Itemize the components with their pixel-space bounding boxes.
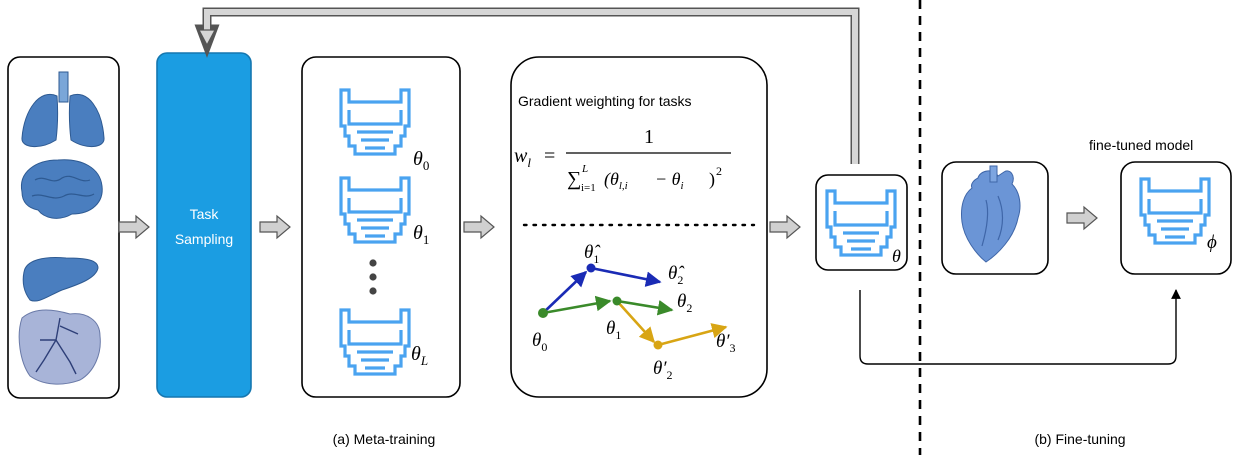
task-sampling-label-line2: Sampling — [175, 231, 233, 247]
svg-text:wl: wl — [514, 145, 531, 170]
weight-formula: wl = 1 ∑ L i=1 (θl,i − θi ) 2 — [514, 126, 731, 194]
trajectory-point — [653, 340, 663, 350]
flow-arrow — [769, 214, 801, 240]
traj-label-theta1: θ1 — [606, 318, 621, 342]
fine-tuned-model-label: fine-tuned model — [1089, 137, 1193, 153]
organ-panel — [7, 56, 120, 399]
fine-tuned-model-panel: ϕ — [1120, 161, 1232, 275]
gradient-weighting-title: Gradient weighting for tasks — [518, 93, 692, 109]
svg-text:∑: ∑ — [567, 168, 581, 190]
task-sampling-block: Task Sampling — [156, 52, 252, 398]
lungs-icon — [21, 71, 105, 147]
flow-arrow — [118, 214, 150, 240]
svg-text:L: L — [581, 163, 588, 175]
traj-label-theta0: θ0 — [532, 330, 547, 354]
traj-label-theta2: θ2 — [677, 291, 692, 315]
traj-label-theta-prime3: θ′3 — [716, 331, 736, 355]
task-sampling-label-line1: Task — [190, 206, 220, 222]
svg-text:=: = — [544, 145, 555, 167]
flow-arrow — [463, 214, 495, 240]
ellipsis-dot — [369, 273, 377, 281]
caption-fine-tuning: (b) Fine-tuning — [1034, 431, 1125, 447]
phi-label: ϕ — [1207, 232, 1217, 253]
theta0-label: θ0 — [413, 148, 429, 173]
liver-icon — [22, 257, 99, 302]
theta1-label: θ1 — [413, 222, 429, 247]
svg-text:): ) — [709, 169, 715, 190]
vessel-tree-icon — [18, 309, 101, 385]
svg-text:1: 1 — [644, 126, 654, 148]
flow-arrow — [1066, 205, 1098, 231]
thetaL-label: θL — [411, 343, 428, 368]
svg-text:− θi: − θi — [655, 169, 684, 192]
brain-icon — [20, 159, 103, 219]
svg-text:i=1: i=1 — [581, 182, 596, 194]
transfer-arrow — [859, 289, 1181, 365]
optimization-trajectory: θ0 θ1 θ2 θ̂1 θ̂2 θ′2 θ′3 — [532, 242, 736, 382]
meta-model-panel: θ — [815, 174, 908, 271]
ellipsis-dot — [369, 259, 377, 267]
trajectory-point — [586, 263, 596, 273]
task-models-panel: θ0 θ1 θL — [301, 56, 461, 398]
svg-text:(θl,i: (θl,i — [604, 169, 628, 192]
theta-label: θ — [892, 246, 901, 266]
ellipsis-dot — [369, 287, 377, 295]
trajectory-point — [612, 296, 622, 306]
heart-panel — [941, 161, 1049, 275]
heart-icon — [961, 165, 1021, 263]
svg-text:2: 2 — [716, 164, 722, 178]
flow-arrow — [259, 214, 291, 240]
caption-meta-training: (a) Meta-training — [333, 431, 436, 447]
trajectory-point — [538, 308, 548, 318]
traj-label-theta-prime2: θ′2 — [653, 358, 673, 382]
gradient-weighting-panel: Gradient weighting for tasks wl = 1 ∑ L … — [510, 56, 768, 398]
